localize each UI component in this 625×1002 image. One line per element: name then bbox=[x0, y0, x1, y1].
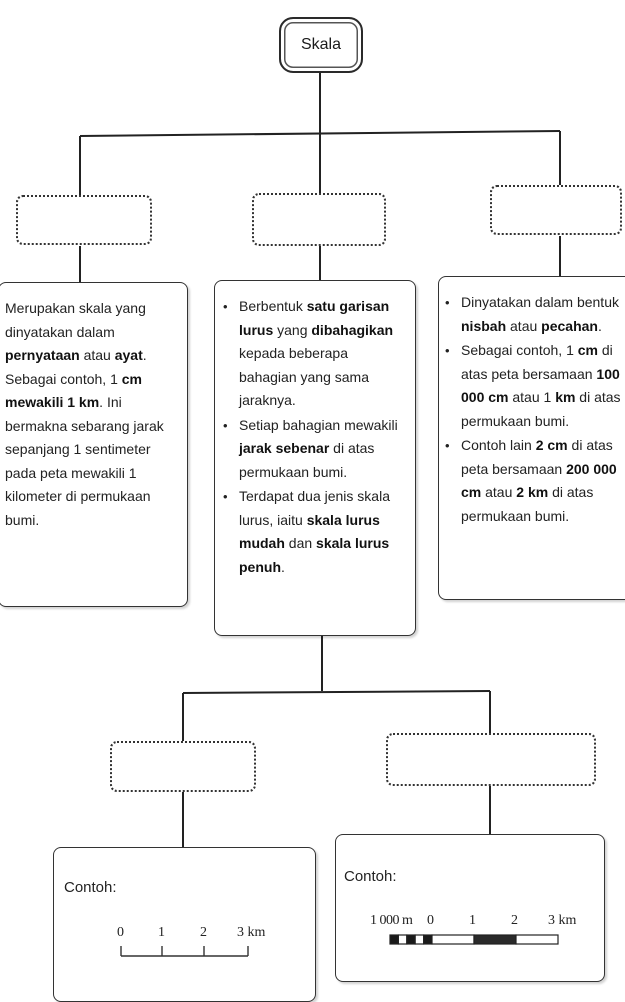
type-3-point-2: Sebagai contoh, 1 cm di atas peta bersam… bbox=[445, 339, 625, 433]
bold-term: cm bbox=[121, 370, 142, 387]
bold-term: jarak sebenar bbox=[239, 440, 330, 456]
bold-term: skala lurus mudah bbox=[239, 511, 380, 552]
bold-term: 200 000 cm bbox=[461, 460, 617, 501]
bold-term: 2 km bbox=[516, 484, 549, 500]
type-3-points: Dinyatakan dalam bentuk nisbah atau peca… bbox=[439, 277, 625, 528]
bold-term: satu garisan lurus bbox=[239, 298, 390, 338]
connector-sub-horizontal bbox=[182, 690, 491, 694]
bold-term: pecahan bbox=[541, 317, 598, 334]
type-2-blank-label bbox=[252, 193, 386, 246]
type-1-para-1: Merupakan skala yang dinyatakan dalam pe… bbox=[5, 300, 147, 363]
full-scale-label-3: 3 km bbox=[548, 913, 577, 928]
bold-term: 2 cm bbox=[535, 437, 568, 453]
bold-term: 100 000 cm bbox=[461, 365, 620, 406]
bold-term: mewakili 1 km bbox=[5, 394, 100, 410]
full-scale-segment bbox=[473, 934, 517, 945]
full-scale-left-division bbox=[389, 934, 399, 945]
simple-scale-label-1: 1 bbox=[158, 925, 165, 940]
full-scale-left-division bbox=[414, 934, 425, 945]
type-1-description-box: Merupakan skala yang dinyatakan dalam pe… bbox=[0, 282, 188, 607]
type-2-point-2: Setiap bahagian mewakili jarak sebenar d… bbox=[223, 414, 409, 485]
simple-scale-label-2: 2 bbox=[200, 925, 207, 940]
full-scale-left-division bbox=[422, 934, 433, 945]
subtype-2-blank-label bbox=[386, 733, 596, 786]
bold-term: cm bbox=[577, 342, 598, 358]
full-scale-segment bbox=[431, 934, 475, 945]
full-scale-left-division bbox=[397, 934, 408, 945]
bold-term: pernyataan bbox=[5, 347, 80, 363]
type-3-point-1: Dinyatakan dalam bentuk nisbah atau peca… bbox=[445, 291, 625, 338]
type-2-point-3: Terdapat dua jenis skala lurus, iaitu sk… bbox=[223, 485, 409, 579]
subtype-1-example-box: Contoh: 0 1 2 3 km bbox=[53, 847, 316, 1002]
type-1-blank-label bbox=[16, 195, 152, 245]
type-2-point-1: Berbentuk satu garisan lurus yang dibaha… bbox=[223, 295, 409, 413]
full-linear-scale bbox=[389, 934, 559, 945]
bold-term: km bbox=[555, 389, 576, 405]
bold-term: ayat bbox=[114, 347, 143, 363]
type-3-description-box: Dinyatakan dalam bentuk nisbah atau peca… bbox=[438, 276, 625, 600]
full-scale-label-1: 1 bbox=[469, 913, 476, 928]
bold-term: dibahagikan bbox=[311, 321, 394, 338]
simple-scale-label-3: 3 km bbox=[237, 925, 266, 940]
type-2-points: Berbentuk satu garisan lurus yang dibaha… bbox=[215, 281, 415, 579]
full-scale-segment bbox=[515, 934, 559, 945]
type-1-para-2: Sebagai contoh, 1 cm mewakili 1 km. Ini … bbox=[5, 370, 164, 528]
full-scale-label-2: 2 bbox=[511, 913, 518, 928]
subtype-1-blank-label bbox=[110, 741, 256, 792]
type-3-point-3: Contoh lain 2 cm di atas peta bersamaan … bbox=[445, 434, 625, 528]
full-scale-left-label: 1 000 m bbox=[370, 913, 413, 928]
full-scale-label-0: 0 bbox=[427, 913, 434, 928]
type-2-description-box: Berbentuk satu garisan lurus yang dibaha… bbox=[214, 280, 416, 636]
root-title: Skala bbox=[279, 17, 363, 73]
subtype-1-example-label: Contoh: bbox=[64, 879, 117, 896]
bold-term: nisbah bbox=[461, 317, 507, 334]
type-3-blank-label bbox=[490, 185, 622, 235]
full-scale-left-division bbox=[406, 934, 416, 945]
subtype-2-example-label: Contoh: bbox=[344, 868, 397, 885]
subtype-2-example-box: Contoh: 1 000 m 0 1 2 3 km bbox=[335, 834, 605, 982]
simple-linear-scale bbox=[120, 946, 249, 957]
simple-scale-label-0: 0 bbox=[117, 925, 124, 940]
bold-term: skala lurus penuh bbox=[239, 535, 390, 575]
